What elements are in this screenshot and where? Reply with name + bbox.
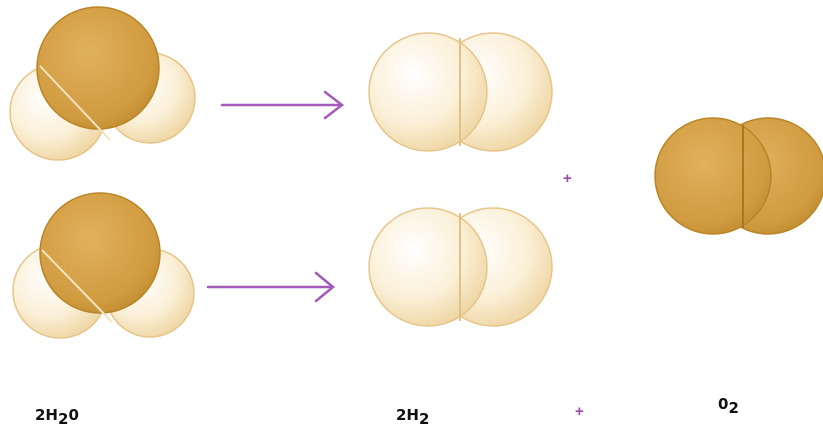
plus-sign-upper: +: [563, 170, 572, 187]
hydrogen-molecule-bottom: [368, 207, 553, 327]
hydrogen-molecule-top: [368, 32, 553, 152]
oxygen-formula-label: 02: [718, 395, 739, 417]
bond-edge: [39, 65, 111, 141]
water-formula-label: 2H20: [35, 406, 79, 428]
hydrogen-formula-label: 2H2: [396, 406, 430, 428]
arrow-bottom: [206, 271, 335, 303]
oxygen-atom: [36, 6, 160, 130]
plus-sign-lower: +: [575, 403, 584, 420]
oxygen-atom-left: [654, 117, 772, 235]
arrow-top: [220, 90, 345, 120]
oxygen-atom: [39, 192, 161, 314]
bond-edge: [41, 249, 113, 323]
oxygen-molecule: [654, 117, 823, 235]
hydrogen-atom-left: [368, 32, 488, 152]
water-molecule-bottom: [12, 192, 195, 339]
water-molecule-top: [9, 6, 196, 161]
hydrogen-atom-left: [368, 207, 488, 327]
